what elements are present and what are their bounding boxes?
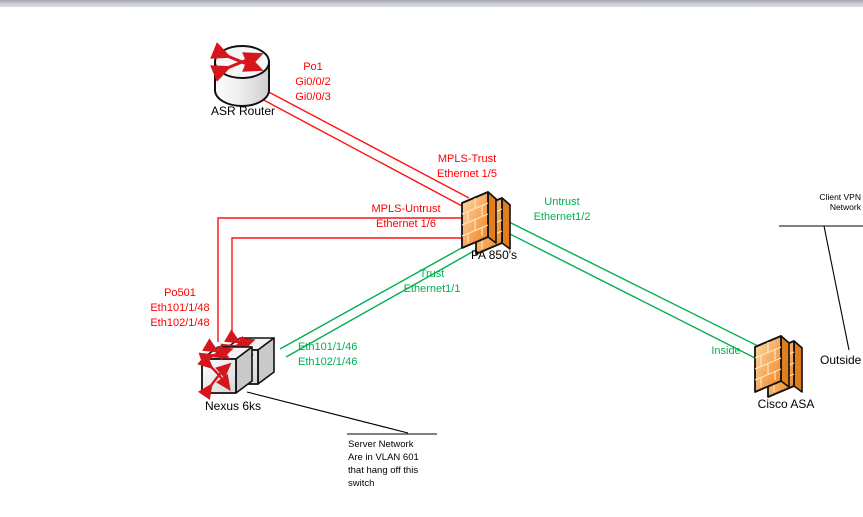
callout-line-server-network [246,391,437,435]
label-untrust: Untrust Ethernet1/2 [533,196,591,223]
label-asr-link-interfaces: Po1 Gi0/0/2 Gi0/0/3 [295,61,331,103]
label-nexus-uplink-interfaces: Po501 Eth101/1/48 Eth102/1/48 [150,287,210,329]
asa-firewall-icon[interactable] [754,335,803,398]
label-mpls-trust: MPLS-Trust Ethernet 1/5 [437,153,497,180]
label-pa-850s: PA 850's [470,248,518,262]
label-nexus-6ks: Nexus 6ks [204,399,262,413]
link-asr-to-pa [257,88,470,207]
label-inside: Inside [711,345,741,357]
label-trust: Trust Ethernet1/1 [403,268,461,295]
router-icon[interactable] [210,42,270,107]
nexus-switch-icon[interactable] [202,338,274,393]
pa-firewall-icon[interactable] [461,191,511,255]
client-vpn-segment [779,225,863,351]
link-mpls-untrust-pa-to-nexus [217,217,463,342]
window-top-bar [0,0,863,7]
label-nexus-trust-interfaces: Eth101/1/46 Eth102/1/46 [298,341,358,368]
link-untrust-pa-to-asa [503,221,771,360]
label-mpls-untrust: MPLS-Untrust Ethernet 1/6 [371,203,441,230]
label-client-vpn-network: Client VPN Network [819,192,861,212]
label-outside: Outside [820,353,862,367]
label-asr-router: ASR Router [210,104,276,118]
annotation-server-network: Server Network Are in VLAN 601 that hang… [348,439,419,489]
label-cisco-asa: Cisco ASA [757,397,815,411]
link-trust-pa-to-nexus [279,240,482,358]
